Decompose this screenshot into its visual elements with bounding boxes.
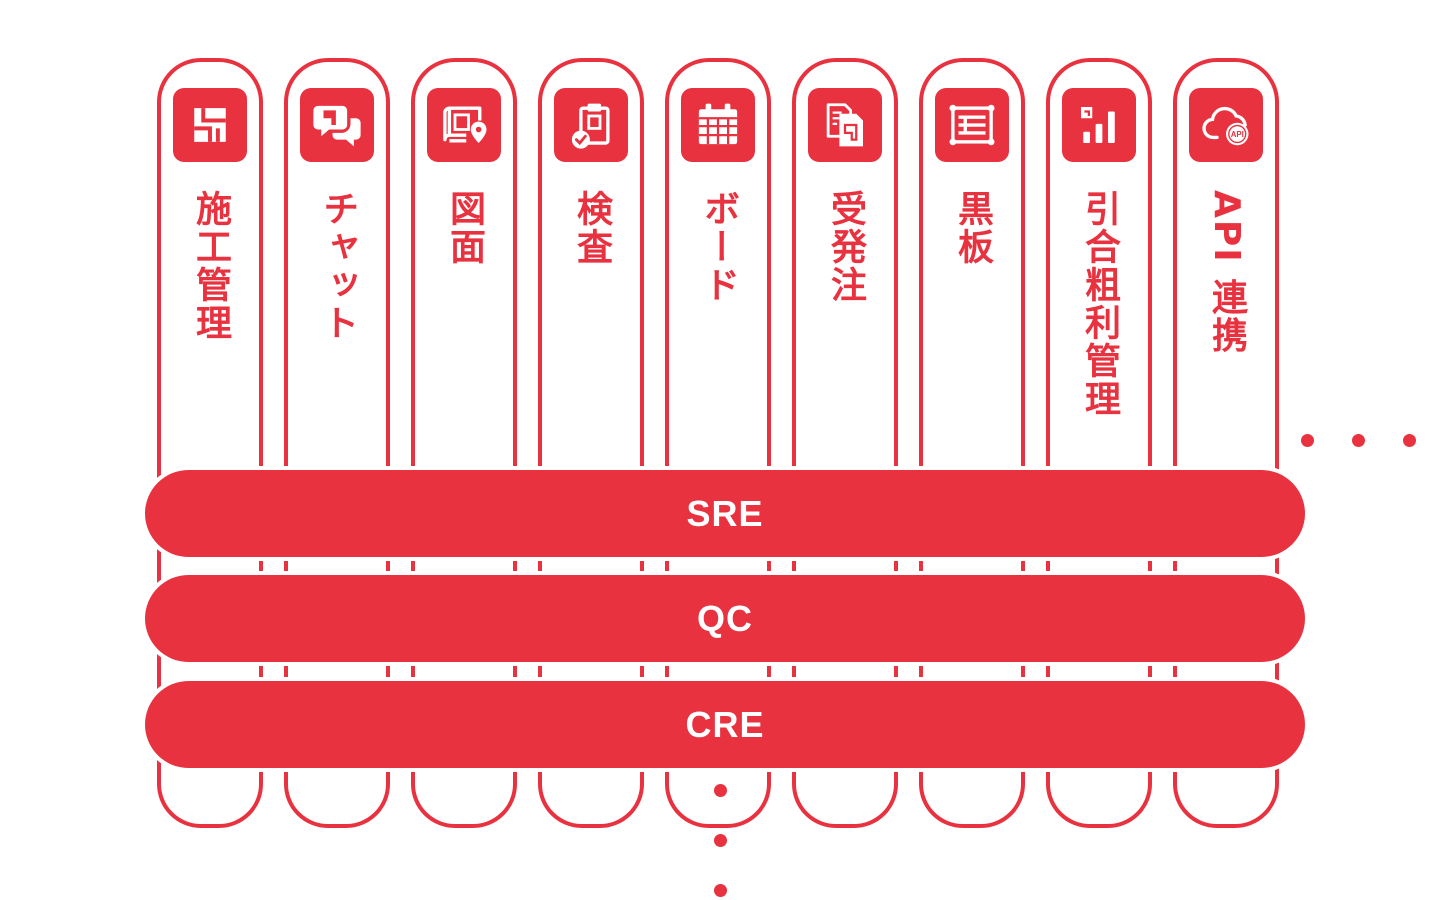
logo-mark-icon [173, 88, 247, 162]
calendar-board-icon [681, 88, 755, 162]
bar-chart-icon [1062, 88, 1136, 162]
clipboard-check-icon [554, 88, 628, 162]
ellipsis-dot [1403, 434, 1416, 447]
column-label: 図面 [444, 190, 485, 266]
api-icon-text: API [1231, 130, 1244, 139]
ellipsis-dot [714, 784, 727, 797]
ellipsis-dot [1301, 434, 1314, 447]
column-label: チャット [317, 190, 358, 342]
column-label: API 連携 [1206, 190, 1247, 355]
layer-label: QC [697, 597, 753, 639]
column-label: 施工管理 [190, 190, 231, 342]
column-label: 黒板 [952, 190, 993, 266]
ellipsis-dot [714, 834, 727, 847]
documents-icon [808, 88, 882, 162]
ellipsis-dot [714, 884, 727, 897]
column-label: 受発注 [825, 190, 866, 304]
column-label: ボード [698, 190, 739, 304]
layer-bar-sre: SRE [145, 470, 1305, 557]
layer-label: CRE [685, 703, 765, 745]
layer-bar-qc: QC [145, 575, 1305, 662]
column-label: 検査 [571, 190, 612, 266]
layer-bar-cre: CRE [145, 681, 1305, 768]
ellipsis-dot [1352, 434, 1365, 447]
chat-icon [300, 88, 374, 162]
layer-label: SRE [686, 492, 764, 534]
cloud-api-icon: API [1189, 88, 1263, 162]
column-label: 引合粗利管理 [1079, 190, 1120, 418]
blueprint-pin-icon [427, 88, 501, 162]
blackboard-icon [935, 88, 1009, 162]
